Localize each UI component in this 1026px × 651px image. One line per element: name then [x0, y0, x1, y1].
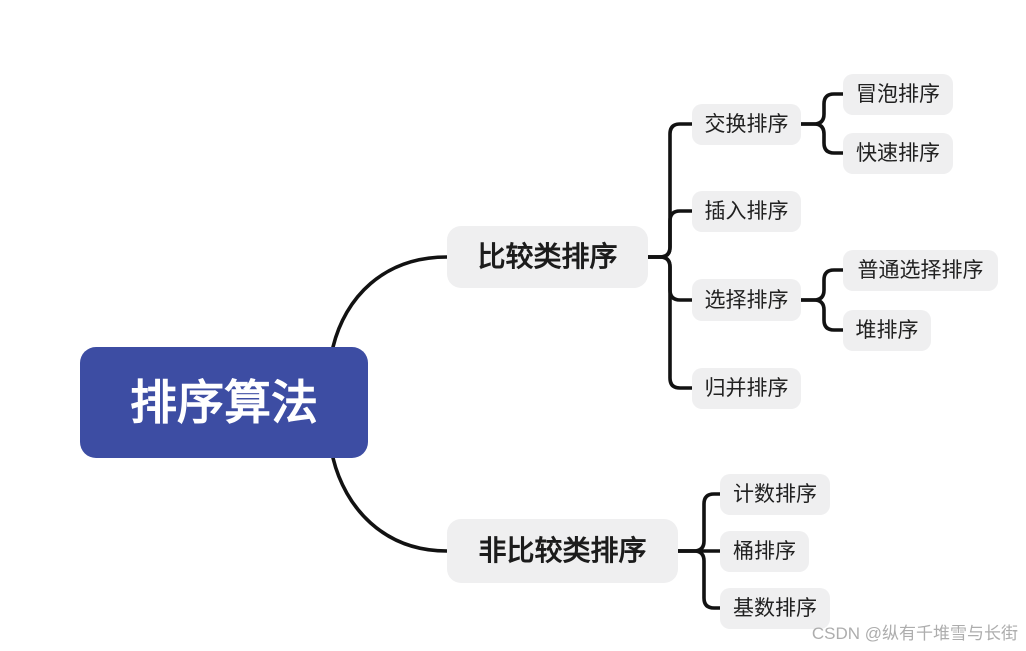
connector-bubble: [799, 92, 845, 126]
connector-heap: [799, 298, 845, 332]
node-normal-selection-sort: 普通选择排序: [843, 250, 998, 291]
connector-root-comparison: [331, 255, 449, 349]
node-counting-sort: 计数排序: [720, 474, 830, 515]
node-bubble-sort: 冒泡排序: [843, 74, 953, 115]
connector-counting: [676, 492, 722, 553]
node-bucket-sort: 桶排序: [720, 531, 809, 572]
branch-non-comparison-sort: 非比较类排序: [447, 519, 678, 583]
connector-quick: [799, 122, 845, 155]
branch-comparison-sort: 比较类排序: [447, 226, 648, 288]
node-heap-sort: 堆排序: [843, 310, 931, 351]
csdn-watermark: CSDN @纵有千堆雪与长街: [811, 624, 1018, 643]
node-exchange-sort: 交换排序: [692, 104, 801, 145]
connector-radix: [676, 549, 722, 610]
node-radix-sort: 基数排序: [720, 588, 830, 629]
root-node-sorting-algorithms: 排序算法: [80, 347, 368, 458]
node-insertion-sort: 插入排序: [692, 191, 801, 232]
connector-normal-selection: [799, 268, 845, 302]
connector-insertion: [646, 209, 694, 259]
node-quick-sort: 快速排序: [843, 133, 953, 174]
node-selection-sort: 选择排序: [692, 279, 801, 321]
connector-merge: [646, 255, 694, 390]
node-merge-sort: 归并排序: [692, 368, 801, 409]
connector-root-non-comparison: [331, 456, 449, 553]
